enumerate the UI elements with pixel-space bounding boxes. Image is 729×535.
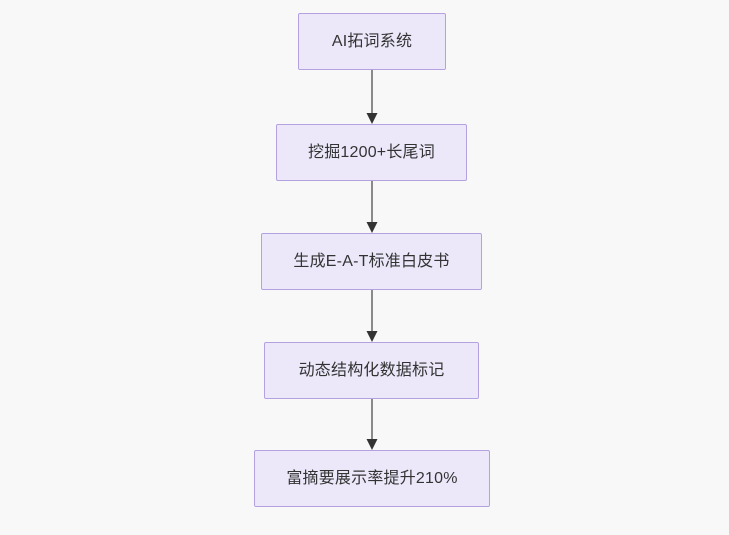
flowchart-node-dynamic-structured-data[interactable]: 动态结构化数据标记 — [264, 342, 479, 399]
flowchart-node-ai-keyword-system[interactable]: AI拓词系统 — [298, 13, 446, 70]
connector-arrow — [362, 181, 382, 233]
flowchart-node-mine-longtail-keywords[interactable]: 挖掘1200+长尾词 — [276, 124, 467, 181]
flowchart-node-generate-eat-whitepaper[interactable]: 生成E-A-T标准白皮书 — [261, 233, 482, 290]
node-label: 富摘要展示率提升210% — [286, 469, 458, 487]
node-label: 生成E-A-T标准白皮书 — [293, 252, 450, 270]
connector-arrow — [362, 70, 382, 124]
node-label: AI拓词系统 — [331, 32, 413, 50]
connector-arrow — [362, 399, 382, 450]
node-label: 挖掘1200+长尾词 — [308, 143, 435, 161]
connector-arrow — [362, 290, 382, 342]
flowchart-node-rich-snippet-increase[interactable]: 富摘要展示率提升210% — [254, 450, 490, 507]
node-label: 动态结构化数据标记 — [298, 361, 445, 379]
